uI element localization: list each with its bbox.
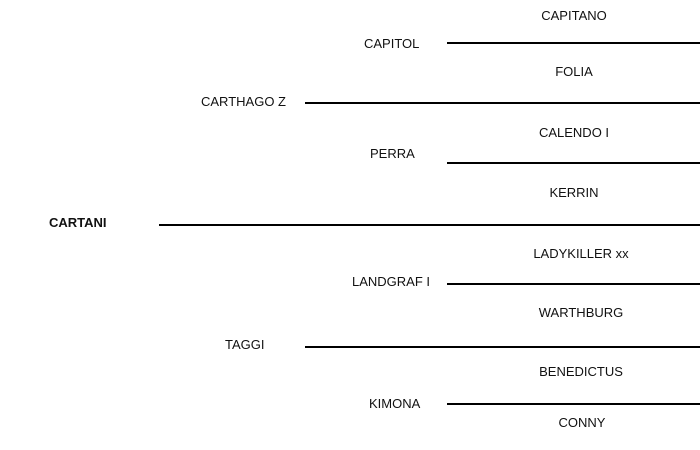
dam-dam-name: KIMONA bbox=[369, 396, 421, 411]
sire-name: CARTHAGO Z bbox=[201, 94, 286, 109]
subject-name: CARTANI bbox=[49, 215, 107, 230]
great-grandparent-name: CAPITANO bbox=[541, 8, 607, 23]
dam-line bbox=[305, 346, 700, 348]
great-grandparent-name: WARTHBURG bbox=[538, 305, 624, 320]
great-grandparent-name: FOLIA bbox=[555, 64, 593, 79]
great-grandparent-name: BENEDICTUS bbox=[539, 364, 623, 379]
sire-sire-line bbox=[447, 42, 700, 44]
great-grandparent-name: LADYKILLER xx bbox=[533, 246, 629, 261]
sire-dam-name: PERRA bbox=[370, 146, 415, 161]
subject-line bbox=[159, 224, 700, 226]
dam-sire-line bbox=[447, 283, 700, 285]
sire-line bbox=[305, 102, 700, 104]
dam-name: TAGGI bbox=[225, 337, 265, 352]
great-grandparent-name: CALENDO I bbox=[538, 125, 610, 140]
sire-sire-name: CAPITOL bbox=[364, 36, 420, 51]
great-grandparent-name: KERRIN bbox=[549, 185, 599, 200]
dam-dam-line bbox=[447, 403, 700, 405]
great-grandparent-name: CONNY bbox=[558, 415, 606, 430]
dam-sire-name: LANDGRAF I bbox=[352, 274, 431, 289]
sire-dam-line bbox=[447, 162, 700, 164]
